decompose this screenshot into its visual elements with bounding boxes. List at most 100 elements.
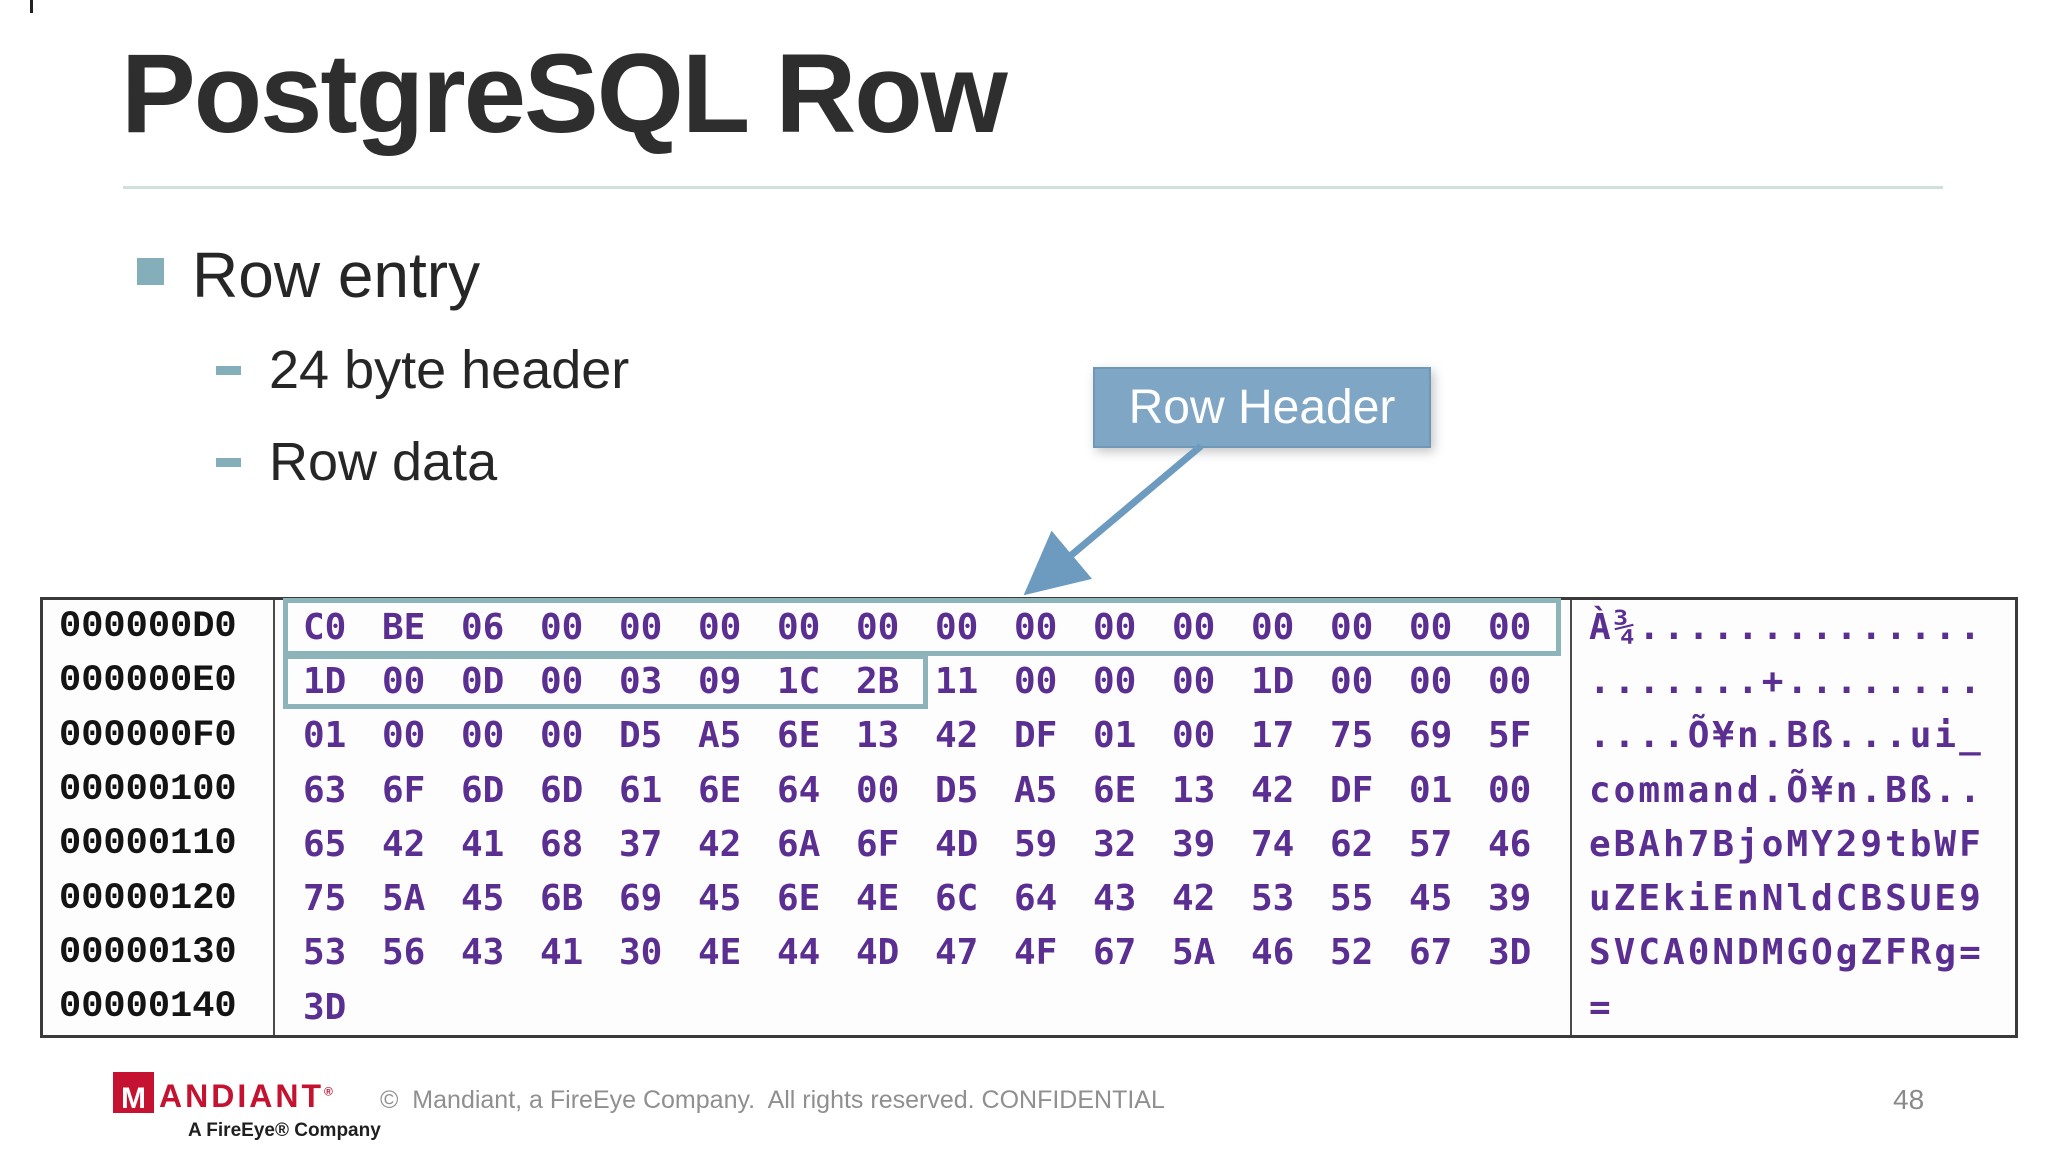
hex-address: 00000100 <box>59 769 237 812</box>
hex-byte: 45 <box>698 878 742 920</box>
hex-byte: 61 <box>619 769 663 811</box>
hex-byte: 00 <box>1093 606 1137 648</box>
hex-byte: 00 <box>1172 715 1216 757</box>
hex-ascii: = <box>1589 986 1614 1028</box>
hex-byte: 39 <box>1172 823 1216 865</box>
callout-arrow-icon <box>1023 443 1204 596</box>
hex-byte: 6E <box>1093 769 1137 811</box>
hex-byte: 4D <box>856 932 900 974</box>
hex-byte: 01 <box>1093 715 1137 757</box>
square-bullet-icon <box>137 258 164 285</box>
hex-byte: 4E <box>856 878 900 920</box>
hex-byte: 1D <box>1251 660 1295 702</box>
hex-byte: 4D <box>935 823 979 865</box>
hex-byte: 59 <box>1014 823 1058 865</box>
hex-byte: 68 <box>540 823 584 865</box>
hex-byte: 39 <box>1488 878 1532 920</box>
hex-byte: DF <box>1014 715 1058 757</box>
hex-byte: 41 <box>461 823 505 865</box>
hex-byte: 06 <box>461 606 505 648</box>
hex-byte: 63 <box>303 769 347 811</box>
hex-address: 00000140 <box>59 986 237 1029</box>
mandiant-logo-m: M <box>121 1081 146 1115</box>
hex-byte: 69 <box>619 878 663 920</box>
row-header-callout-label: Row Header <box>1128 381 1396 434</box>
hex-byte: 47 <box>935 932 979 974</box>
hex-byte: 00 <box>777 606 821 648</box>
hex-byte: 6E <box>698 769 742 811</box>
hex-byte: 30 <box>619 932 663 974</box>
hex-ascii: eBAh7BjoMY29tbWF <box>1589 823 1984 865</box>
hex-byte: 00 <box>1409 660 1453 702</box>
hex-byte: 3D <box>303 986 347 1028</box>
hex-byte: 43 <box>461 932 505 974</box>
hex-ascii: .......+........ <box>1589 660 1984 702</box>
hex-ascii: command.Õ¥n.Bß.. <box>1589 769 1984 811</box>
hex-byte: 75 <box>303 878 347 920</box>
hex-byte: 6D <box>461 769 505 811</box>
address-column-divider <box>273 600 275 1035</box>
dash-bullet-icon <box>216 366 241 375</box>
hex-byte: 42 <box>1172 878 1216 920</box>
hex-byte: 4E <box>698 932 742 974</box>
hex-byte: 56 <box>382 932 426 974</box>
hex-byte: 5F <box>1488 715 1532 757</box>
hex-byte: 65 <box>303 823 347 865</box>
bullet-row-entry: Row entry <box>137 240 480 310</box>
hex-byte: 00 <box>540 715 584 757</box>
hex-byte: 01 <box>1409 769 1453 811</box>
screen-edge-artifact <box>30 0 33 13</box>
hex-byte: 69 <box>1409 715 1453 757</box>
hex-byte: 00 <box>382 715 426 757</box>
hex-byte: 0D <box>461 660 505 702</box>
hex-byte: 03 <box>619 660 663 702</box>
hex-byte: 00 <box>1172 660 1216 702</box>
hex-byte: 00 <box>1014 606 1058 648</box>
hex-address: 000000E0 <box>59 660 237 703</box>
hex-byte: 00 <box>1251 606 1295 648</box>
hex-byte: 42 <box>935 715 979 757</box>
hex-byte: 42 <box>382 823 426 865</box>
hex-byte: 13 <box>856 715 900 757</box>
bullet-24-byte-header-label: 24 byte header <box>269 340 630 400</box>
hex-byte: 75 <box>1330 715 1374 757</box>
hex-byte: 5A <box>1172 932 1216 974</box>
hex-byte: 64 <box>1014 878 1058 920</box>
hex-byte: 6D <box>540 769 584 811</box>
hex-byte: 5A <box>382 878 426 920</box>
bullet-24-byte-header: 24 byte header <box>216 338 629 403</box>
mandiant-logo-wordmark: ANDIANT® <box>159 1078 333 1115</box>
hex-ascii: uZEkiEnNldCBSUE9 <box>1589 878 1984 920</box>
hex-byte: A5 <box>698 715 742 757</box>
copyright-text: © Mandiant, a FireEye Company. All right… <box>380 1086 1165 1114</box>
hex-byte: 00 <box>619 606 663 648</box>
row-header-callout: Row Header <box>1093 367 1431 448</box>
hex-byte: 17 <box>1251 715 1295 757</box>
hex-byte: 6A <box>777 823 821 865</box>
hex-byte: 00 <box>1014 660 1058 702</box>
hex-byte: 00 <box>1409 606 1453 648</box>
hex-byte: 00 <box>461 715 505 757</box>
hex-byte: 42 <box>698 823 742 865</box>
bullet-row-data-label: Row data <box>269 432 498 492</box>
hex-byte: 44 <box>777 932 821 974</box>
hex-byte: 00 <box>1093 660 1137 702</box>
hex-byte: 00 <box>1488 606 1532 648</box>
hex-byte: 32 <box>1093 823 1137 865</box>
hex-byte: 37 <box>619 823 663 865</box>
hex-byte: 45 <box>461 878 505 920</box>
mandiant-logo-mark: M <box>113 1072 154 1113</box>
hex-byte: 09 <box>698 660 742 702</box>
hex-byte: 00 <box>935 606 979 648</box>
page-number: 48 <box>1893 1084 1925 1115</box>
hex-byte: 6C <box>935 878 979 920</box>
hex-byte: 64 <box>777 769 821 811</box>
hex-byte: 00 <box>1330 606 1374 648</box>
